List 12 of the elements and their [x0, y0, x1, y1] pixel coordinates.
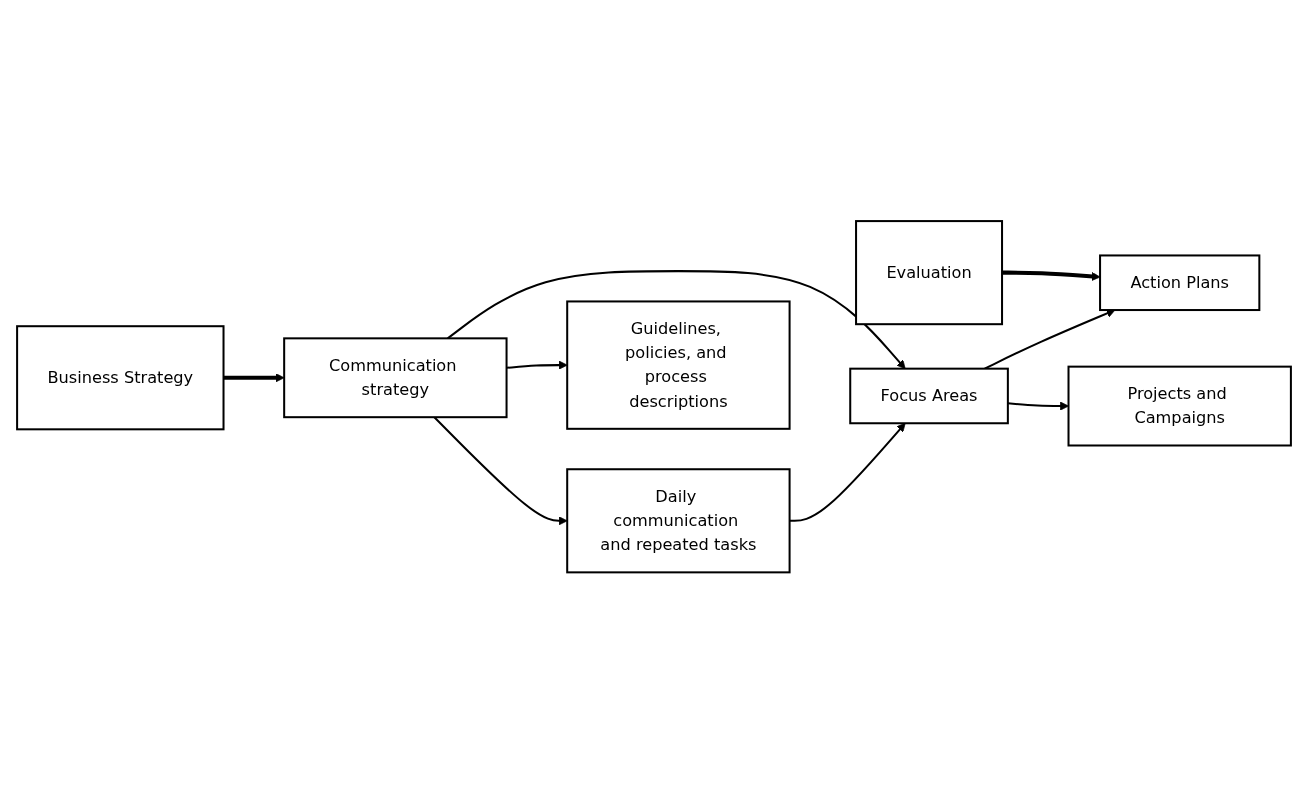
arrow	[1007, 401, 1069, 411]
node-box: Action Plans	[1098, 254, 1260, 312]
node-box: Focus Areas	[848, 367, 1009, 425]
arrow	[446, 270, 906, 370]
node-box: Projects and Campaigns	[1067, 365, 1292, 447]
arrow	[789, 423, 906, 523]
node-box: Business Strategy	[15, 325, 225, 431]
node-box: Communication strategy	[282, 337, 508, 419]
node-box: Guidelines, policies, and process descriptions	[565, 300, 791, 431]
node-box: Evaluation	[854, 220, 1003, 326]
node-box: Daily communication and repeated tasks	[565, 468, 791, 574]
arrow	[1001, 270, 1100, 282]
